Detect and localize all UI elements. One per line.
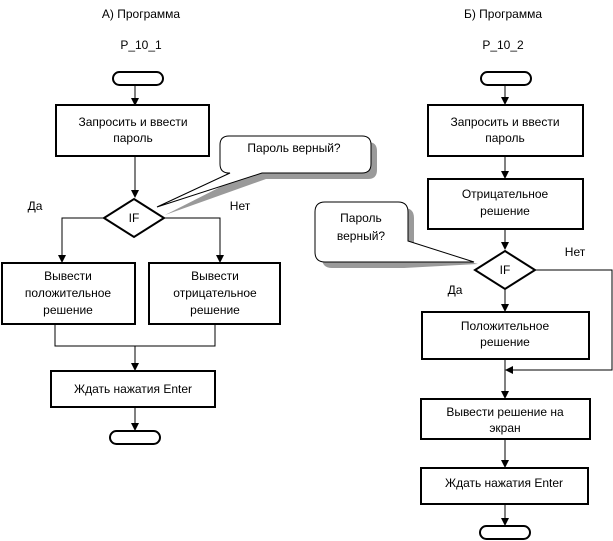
left-wait-label: Ждать нажатия Enter xyxy=(74,382,192,396)
right-negative-box xyxy=(427,178,584,230)
left-negative-box xyxy=(148,262,281,325)
left-negative-label-3: решение xyxy=(190,303,240,317)
right-start-terminator xyxy=(480,71,532,86)
left-callout: Пароль верный? xyxy=(156,135,377,215)
right-end-terminator xyxy=(479,525,531,540)
left-decision-label: IF xyxy=(129,211,140,225)
right-flowchart: Б) Программа P_10_2 Запросить и ввести п… xyxy=(314,7,613,540)
right-no-label: Нет xyxy=(565,245,586,259)
left-yes-label: Да xyxy=(28,199,43,213)
left-positive-label-1: Вывести xyxy=(44,269,92,283)
right-input-label-2: пароль xyxy=(485,131,525,145)
left-decision-diamond xyxy=(102,197,166,239)
right-output-label-1: Вывести решение на xyxy=(446,405,564,419)
right-negative-label-1: Отрицательное xyxy=(462,187,549,201)
left-title: А) Программа xyxy=(102,7,181,21)
right-input-box xyxy=(427,104,584,157)
right-negative-label-2: решение xyxy=(480,204,530,218)
left-input-label-1: Запросить и ввести xyxy=(78,115,187,129)
left-no-label: Нет xyxy=(230,199,251,213)
left-negative-label-2: отрицательное xyxy=(173,286,257,300)
right-callout-text-1: Пароль xyxy=(340,211,382,225)
right-wait-label: Ждать нажатия Enter xyxy=(445,476,563,490)
left-input-box xyxy=(55,104,210,157)
left-callout-text: Пароль верный? xyxy=(247,141,341,155)
left-positive-label-2: положительное xyxy=(25,286,112,300)
right-program-name: P_10_2 xyxy=(482,38,524,52)
right-input-label-1: Запросить и ввести xyxy=(450,115,559,129)
left-negative-label-1: Вывести xyxy=(191,269,239,283)
right-positive-label-1: Положительное xyxy=(461,319,550,333)
right-wait-box xyxy=(420,467,589,505)
right-positive-label-2: решение xyxy=(480,335,530,349)
left-positive-box xyxy=(1,262,136,325)
left-input-label-2: пароль xyxy=(113,131,153,145)
right-positive-box xyxy=(421,311,590,360)
right-yes-label: Да xyxy=(448,283,463,297)
right-output-label-2: экран xyxy=(489,421,520,435)
left-positive-label-3: решение xyxy=(43,303,93,317)
right-callout: Пароль верный? xyxy=(314,201,478,268)
right-callout-text-2: верный? xyxy=(337,229,386,243)
left-flowchart: А) Программа P_10_1 Запросить и ввести п… xyxy=(1,7,377,445)
left-start-terminator xyxy=(112,71,164,86)
right-decision-label: IF xyxy=(500,263,511,277)
left-end-terminator xyxy=(109,430,161,445)
left-wait-box xyxy=(50,370,216,408)
left-program-name: P_10_1 xyxy=(120,38,162,52)
right-title: Б) Программа xyxy=(464,7,542,21)
